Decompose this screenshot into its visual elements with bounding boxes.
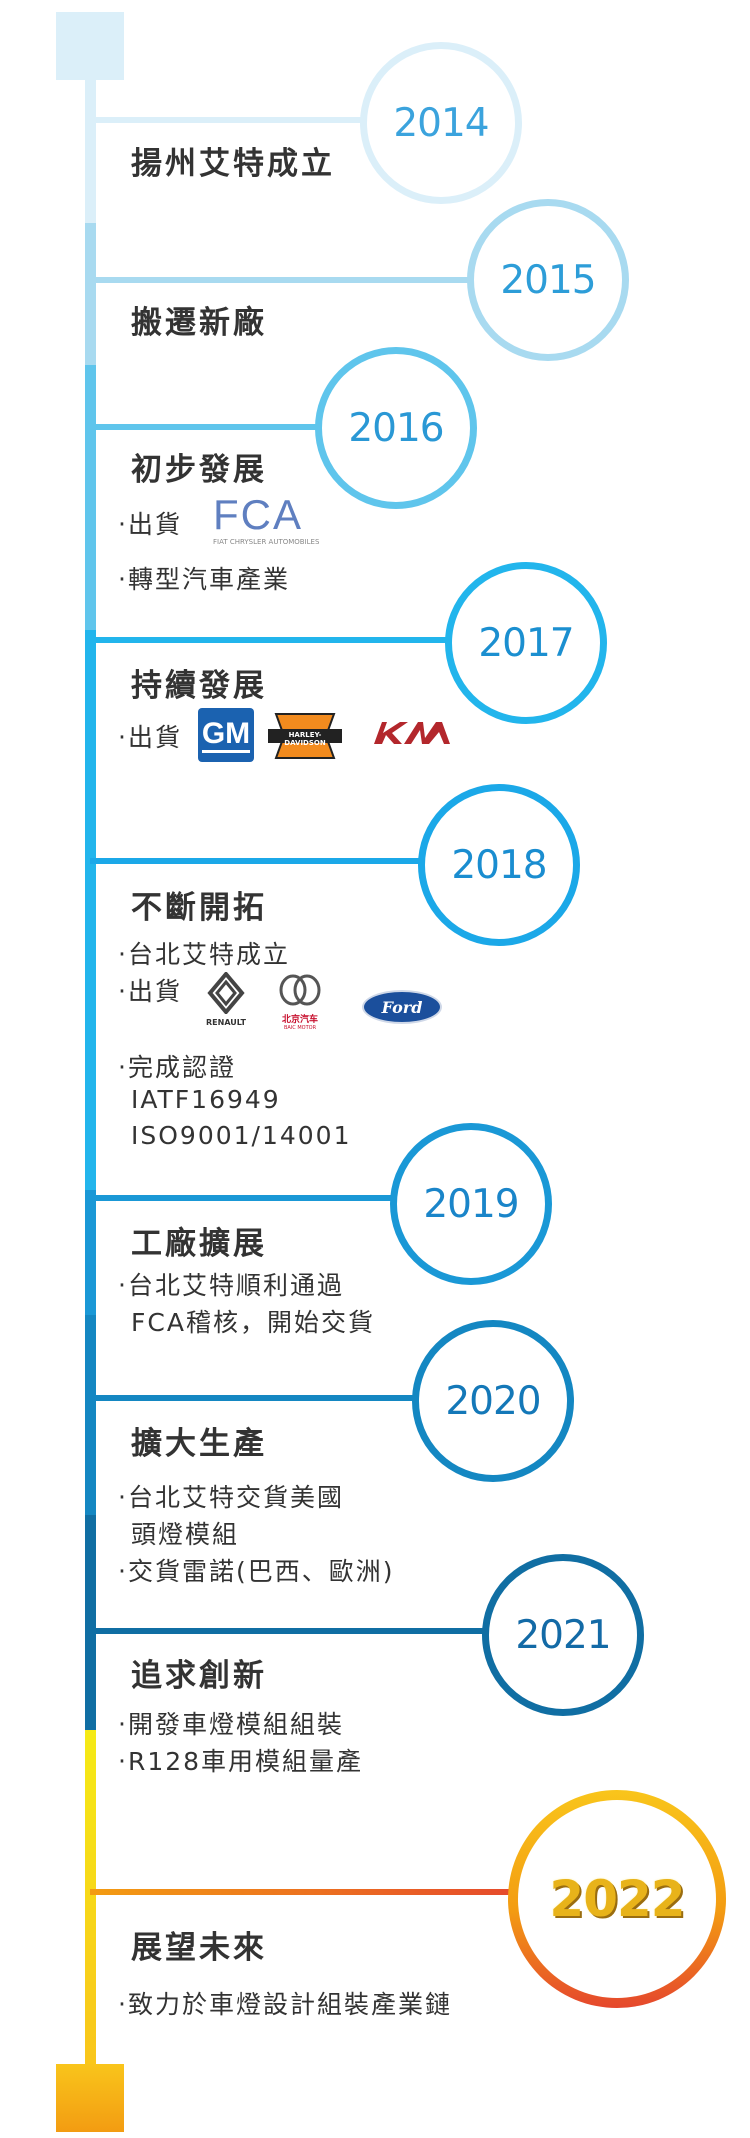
renault-logo-text: RENAULT bbox=[206, 1018, 246, 1027]
heading-2015: 搬遷新廠 bbox=[131, 305, 267, 341]
heading-2019: 工廠擴展 bbox=[131, 1226, 267, 1262]
baic-logo-text: 北京汽车 bbox=[281, 1015, 318, 1025]
fca-logo: FCA FIAT CHRYSLER AUTOMOBILES bbox=[213, 491, 338, 547]
bullet-2018-ship: ‧出貨 bbox=[118, 977, 182, 1006]
year-label-2022: 2022 bbox=[549, 1870, 685, 1928]
year-circle-2020: 2020 bbox=[412, 1320, 574, 1482]
bullet-2018-cert: ‧完成認證 bbox=[118, 1053, 236, 1082]
gm-logo: GM bbox=[198, 708, 254, 762]
bullet-2021-r128: ‧R128車用模組量產 bbox=[118, 1747, 364, 1776]
year-label-2021: 2021 bbox=[515, 1612, 611, 1658]
year-circle-2021: 2021 bbox=[482, 1554, 644, 1716]
year-circle-2022: 2022 bbox=[508, 1790, 726, 2008]
ford-logo: Ford bbox=[362, 990, 442, 1024]
heading-2017: 持續發展 bbox=[131, 668, 267, 704]
timeline-end-marker bbox=[56, 2064, 124, 2132]
connector-2022 bbox=[90, 1889, 530, 1895]
timeline-line-2016 bbox=[85, 365, 96, 630]
fca-logo-text: FCA bbox=[213, 491, 303, 538]
connector-2017 bbox=[90, 637, 470, 643]
bullet-2020-us-cont: 頭燈模組 bbox=[131, 1520, 240, 1549]
heading-2014: 揚州艾特成立 bbox=[131, 146, 335, 182]
year-label-2020: 2020 bbox=[445, 1378, 541, 1424]
bullet-2019-audit-cont: FCA稽核，開始交貨 bbox=[131, 1308, 375, 1337]
fca-logo-subtext: FIAT CHRYSLER AUTOMOBILES bbox=[213, 538, 320, 546]
timeline-line-2015 bbox=[85, 223, 96, 365]
timeline-line-2019 bbox=[85, 1190, 96, 1315]
bullet-2017-ship: ‧出貨 bbox=[118, 723, 182, 752]
gm-logo-text: GM bbox=[201, 717, 251, 753]
connector-2021 bbox=[90, 1628, 510, 1634]
bullet-2016-ship: ‧出貨 bbox=[118, 510, 182, 539]
timeline-line-2020 bbox=[85, 1315, 96, 1515]
timeline-line-2022 bbox=[85, 1730, 96, 2070]
year-label-2015: 2015 bbox=[500, 257, 596, 303]
baic-logo: 北京汽车 BAIC MOTOR bbox=[275, 972, 325, 1032]
bullet-2019-audit: ‧台北艾特順利通過 bbox=[118, 1271, 344, 1300]
bullet-2021-assembly: ‧開發車燈模組組裝 bbox=[118, 1710, 344, 1739]
timeline-line-2017 bbox=[85, 630, 96, 1190]
heading-2018: 不斷開拓 bbox=[131, 890, 267, 926]
heading-2021: 追求創新 bbox=[131, 1658, 267, 1694]
year-circle-2019: 2019 bbox=[390, 1123, 552, 1285]
connector-2020 bbox=[90, 1395, 450, 1401]
year-label-2017: 2017 bbox=[478, 620, 574, 666]
cert-iatf: IATF16949 bbox=[131, 1085, 281, 1114]
bullet-2020-us: ‧台北艾特交貨美國 bbox=[118, 1483, 344, 1512]
heading-2020: 擴大生產 bbox=[131, 1426, 267, 1462]
bullet-2022-future: ‧致力於車燈設計組裝產業鏈 bbox=[118, 1990, 452, 2019]
year-circle-2016: 2016 bbox=[315, 347, 477, 509]
harley-logo-text: HARLEY-DAVIDSON bbox=[284, 731, 326, 747]
year-label-2014: 2014 bbox=[393, 100, 489, 146]
year-circle-2014: 2014 bbox=[360, 42, 522, 204]
year-circle-2018: 2018 bbox=[418, 784, 580, 946]
connector-2019 bbox=[90, 1195, 420, 1201]
harley-davidson-logo: HARLEY-DAVIDSON bbox=[266, 706, 344, 766]
connector-2015 bbox=[90, 277, 470, 283]
year-label-2018: 2018 bbox=[451, 842, 547, 888]
timeline-start-marker bbox=[56, 12, 124, 80]
heading-2016: 初步發展 bbox=[131, 452, 267, 488]
bullet-2016-transform: ‧轉型汽車產業 bbox=[118, 565, 290, 594]
baic-logo-subtext: BAIC MOTOR bbox=[283, 1025, 317, 1031]
bullet-2018-taipei: ‧台北艾特成立 bbox=[118, 940, 290, 969]
ford-logo-text: Ford bbox=[381, 997, 423, 1017]
cert-iso: ISO9001/14001 bbox=[131, 1121, 352, 1150]
year-label-2019: 2019 bbox=[423, 1181, 519, 1227]
year-circle-2017: 2017 bbox=[445, 562, 607, 724]
year-label-2016: 2016 bbox=[348, 405, 444, 451]
timeline-line-2021 bbox=[85, 1515, 96, 1730]
year-circle-2015: 2015 bbox=[467, 199, 629, 361]
kia-logo bbox=[370, 712, 460, 752]
timeline-line-2014 bbox=[85, 78, 96, 223]
heading-2022: 展望未來 bbox=[131, 1930, 267, 1966]
connector-2014 bbox=[90, 117, 370, 123]
connector-2018 bbox=[90, 858, 430, 864]
renault-logo: RENAULT bbox=[196, 970, 256, 1032]
bullet-2020-renault: ‧交貨雷諾(巴西、歐洲) bbox=[118, 1557, 395, 1586]
connector-2016 bbox=[90, 424, 330, 430]
